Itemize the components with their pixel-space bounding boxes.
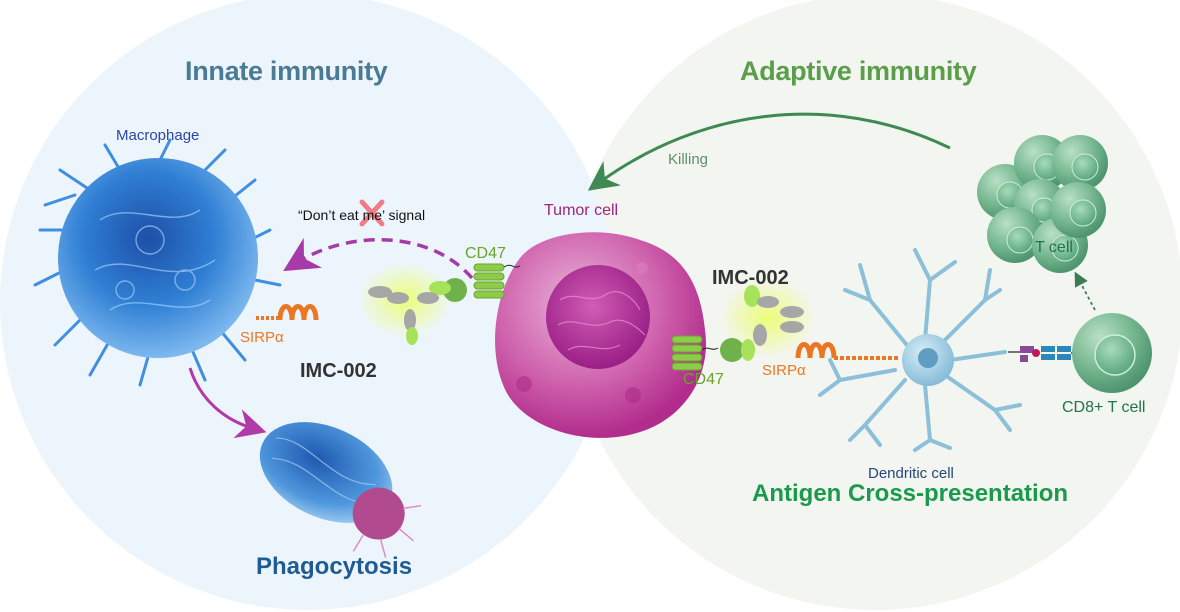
tumor-cell	[495, 232, 706, 438]
blocked-signal-x-icon	[359, 199, 385, 227]
t-cell-cluster	[977, 135, 1108, 273]
imc-002-antibody-right	[720, 278, 816, 362]
sirpa-receptor-left	[256, 304, 319, 321]
tumor-cell-label: Tumor cell	[544, 202, 619, 219]
cd47-label-right: CD47	[683, 371, 724, 388]
phagocytosis-arrow	[188, 367, 267, 439]
macrophage-cell	[33, 138, 282, 387]
dont-eat-me-signal-arrow	[283, 237, 474, 280]
macrophage-label: Macrophage	[116, 127, 200, 144]
dendritic-cell-label: Dendritic cell	[868, 465, 954, 482]
cd8-t-cell	[1072, 313, 1152, 393]
killing-arrow	[587, 112, 951, 191]
phagocytosis-label: Phagocytosis	[256, 553, 413, 580]
sirpa-label-left: SIRPα	[240, 329, 284, 346]
sirpa-label-right: SIRPα	[762, 362, 806, 379]
imc-002-label-left: IMC-002	[300, 360, 377, 382]
activation-arrow	[1074, 271, 1096, 311]
cd8-t-cell-label: CD8+ T cell	[1062, 399, 1146, 416]
innate-immunity-title: Innate immunity	[185, 56, 388, 86]
imc-002-label-right: IMC-002	[712, 267, 789, 289]
dendritic-cell	[818, 248, 1022, 452]
killing-label: Killing	[668, 151, 709, 168]
mhc-tcr-complex	[1008, 346, 1079, 362]
dont-eat-me-signal-label: “Don’t eat me’ signal	[298, 207, 426, 223]
imc-002-antibody-left	[357, 262, 467, 345]
antigen-cross-presentation-label: Antigen Cross-presentation	[752, 480, 1069, 507]
t-cell-label: T cell	[1035, 239, 1073, 256]
phagocytosing-macrophage	[259, 422, 422, 558]
cd47-label-left: CD47	[465, 245, 506, 262]
cd47-receptor-left	[473, 263, 521, 299]
adaptive-immunity-title: Adaptive immunity	[740, 56, 977, 86]
cd47-receptor-right	[671, 335, 719, 371]
sirpa-receptor-right	[795, 342, 900, 360]
